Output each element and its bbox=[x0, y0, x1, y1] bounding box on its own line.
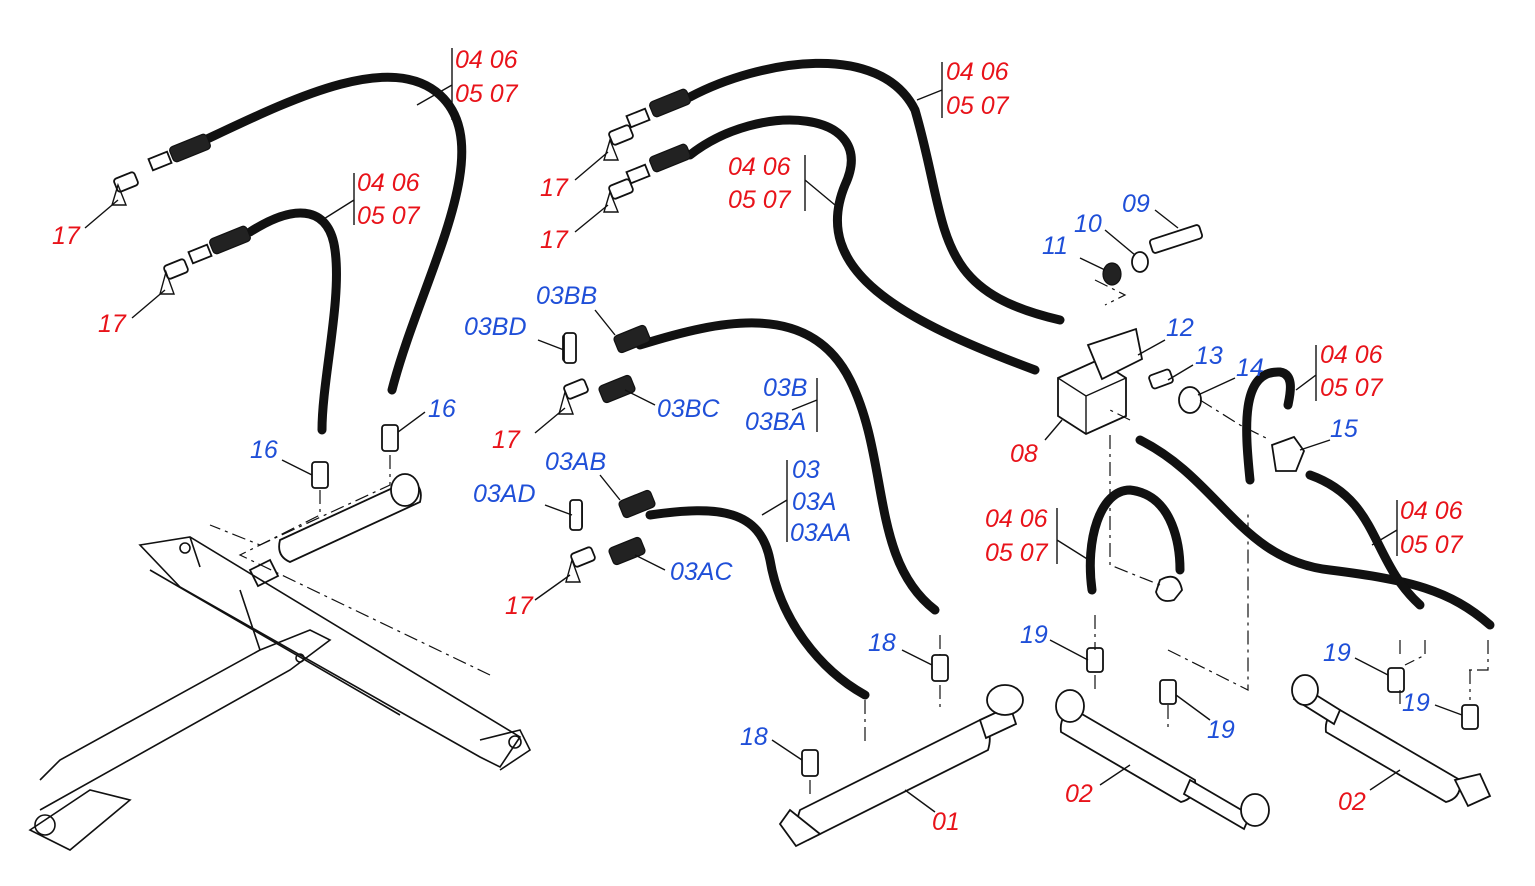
quick-coupler-1 bbox=[111, 133, 211, 206]
part-17-b: 17 bbox=[98, 310, 127, 338]
hose-code-top-middle-line1: 04 06 bbox=[946, 58, 1009, 86]
hose-code-right-line2: 05 07 bbox=[1320, 374, 1384, 402]
fitting-19-d bbox=[1461, 704, 1479, 730]
hose-center-loop bbox=[1085, 485, 1185, 595]
part-13: 13 bbox=[1195, 342, 1223, 370]
hose-code-right-line1: 04 06 bbox=[1320, 341, 1383, 369]
hose-code-top-left-line2: 05 07 bbox=[455, 80, 519, 108]
leaders bbox=[84, 48, 1489, 813]
hose-valve-right bbox=[1135, 435, 1495, 630]
nut-11 bbox=[1102, 262, 1122, 286]
cylinder-left bbox=[248, 473, 422, 588]
fitting-18-a bbox=[931, 654, 949, 682]
hose-code-center-line2: 05 07 bbox=[985, 539, 1049, 567]
part-11: 11 bbox=[1042, 232, 1068, 260]
part-03B: 03B bbox=[763, 374, 807, 402]
part-03BA: 03BA bbox=[745, 408, 806, 436]
bolt-03BD bbox=[563, 332, 577, 364]
hose-top-left-outer bbox=[200, 72, 467, 395]
boom-frame bbox=[28, 536, 532, 851]
part-12: 12 bbox=[1166, 314, 1194, 342]
part-03AC: 03AC bbox=[670, 558, 733, 586]
part-03AB: 03AB bbox=[545, 448, 606, 476]
part-18-a: 18 bbox=[868, 629, 896, 657]
tee-15 bbox=[1270, 435, 1306, 472]
hose-03B bbox=[635, 318, 940, 615]
cylinder-02-left bbox=[1055, 689, 1270, 831]
part-18-b: 18 bbox=[740, 723, 768, 751]
fitting-19-b bbox=[1159, 679, 1177, 705]
hose-top-middle-long bbox=[685, 58, 1065, 325]
elbow-fitting bbox=[1155, 575, 1183, 602]
valve-assembly bbox=[1057, 224, 1306, 602]
part-14: 14 bbox=[1236, 354, 1264, 382]
quick-coupler-2 bbox=[159, 225, 251, 295]
hose-code-left-inner-line1: 04 06 bbox=[357, 169, 420, 197]
hose-top-left-inner bbox=[245, 208, 341, 435]
washer-10 bbox=[1131, 251, 1149, 273]
part-15: 15 bbox=[1330, 415, 1358, 443]
part-16-b: 16 bbox=[428, 395, 456, 423]
fitting-13 bbox=[1148, 368, 1174, 390]
fitting-18-b bbox=[801, 749, 819, 777]
cylinder-01 bbox=[778, 684, 1024, 848]
part-17-f: 17 bbox=[505, 592, 534, 620]
part-02-left: 02 bbox=[1065, 780, 1093, 808]
quick-coupler-4 bbox=[603, 143, 691, 213]
part-17-c: 17 bbox=[540, 174, 569, 202]
hose-right-upright bbox=[1242, 367, 1295, 485]
bracket-12 bbox=[1086, 327, 1144, 381]
part-01: 01 bbox=[932, 808, 960, 836]
hose-code-middle-line2: 05 07 bbox=[728, 186, 792, 214]
part-03BB: 03BB bbox=[536, 282, 597, 310]
part-17-d: 17 bbox=[540, 226, 569, 254]
part-19-c: 19 bbox=[1323, 639, 1351, 667]
hose-code-top-left-line1: 04 06 bbox=[455, 46, 518, 74]
part-03A: 03A bbox=[792, 488, 836, 516]
part-03BD: 03BD bbox=[464, 313, 527, 341]
hose-code-center-line1: 04 06 bbox=[985, 505, 1048, 533]
fitting-19-a bbox=[1086, 647, 1104, 673]
part-10: 10 bbox=[1074, 210, 1102, 238]
part-17-a: 17 bbox=[52, 222, 81, 250]
hose-03 bbox=[645, 506, 870, 700]
hose-code-middle-line1: 04 06 bbox=[728, 153, 791, 181]
part-08: 08 bbox=[1010, 440, 1038, 468]
hose-code-far-right-line1: 04 06 bbox=[1400, 497, 1463, 525]
part-03BC: 03BC bbox=[657, 395, 720, 423]
part-19-b: 19 bbox=[1207, 716, 1235, 744]
part-09: 09 bbox=[1122, 190, 1150, 218]
part-03AA: 03AA bbox=[790, 519, 851, 547]
part-19-d: 19 bbox=[1402, 689, 1430, 717]
labels: 04 06 05 07 04 06 05 07 04 06 05 07 04 0… bbox=[52, 46, 1464, 836]
part-03: 03 bbox=[792, 456, 820, 484]
fitting-16-a bbox=[311, 461, 329, 489]
bolt-09 bbox=[1148, 224, 1204, 254]
hose-far-right bbox=[1305, 470, 1425, 610]
cylinders bbox=[248, 473, 1492, 848]
hoses bbox=[200, 58, 1495, 700]
part-16-a: 16 bbox=[250, 436, 278, 464]
quick-coupler-03B bbox=[558, 324, 651, 415]
quick-coupler-3 bbox=[603, 88, 691, 161]
fitting-16-b bbox=[381, 424, 399, 452]
cylinder-02-right bbox=[1291, 674, 1492, 808]
hose-code-top-middle-line2: 05 07 bbox=[946, 92, 1010, 120]
part-19-a: 19 bbox=[1020, 621, 1048, 649]
nut-14 bbox=[1178, 386, 1202, 414]
part-17-e: 17 bbox=[492, 426, 521, 454]
part-03AD: 03AD bbox=[473, 480, 536, 508]
part-02-right: 02 bbox=[1338, 788, 1366, 816]
hose-top-middle-second bbox=[685, 115, 1040, 375]
hose-code-left-inner-line2: 05 07 bbox=[357, 202, 421, 230]
fitting-19-c bbox=[1387, 667, 1405, 693]
hose-code-far-right-line2: 05 07 bbox=[1400, 531, 1464, 559]
